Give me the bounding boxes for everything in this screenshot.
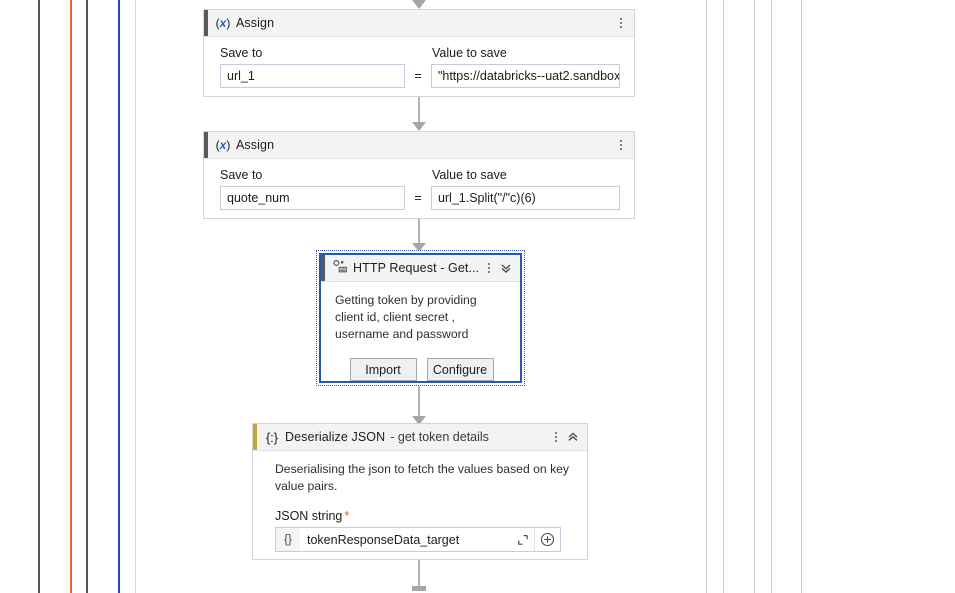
assign-1-header[interactable]: (x) Assign bbox=[204, 10, 634, 37]
deserialize-json-icon: {:} bbox=[265, 429, 279, 445]
assign-2-save-to-label: Save to bbox=[220, 168, 263, 182]
deserialize-json-accent-bar bbox=[253, 424, 257, 450]
rail-scope-10 bbox=[801, 0, 802, 593]
rail-scope-1 bbox=[38, 0, 40, 593]
activity-assign-1[interactable]: (x) Assign Save to Value to save url_1 =… bbox=[203, 9, 635, 97]
deserialize-json-body: Deserialising the json to fetch the valu… bbox=[253, 451, 587, 565]
assign-2-value-input[interactable]: url_1.Split("/"c)(6) bbox=[430, 186, 620, 210]
connector-http-to-deserialize bbox=[418, 386, 420, 423]
rail-scope-2 bbox=[70, 0, 72, 593]
assign-2-accent-bar bbox=[204, 132, 208, 158]
kebab-menu-icon[interactable] bbox=[614, 14, 628, 32]
assign-2-body: Save to Value to save quote_num = url_1.… bbox=[204, 159, 634, 222]
assign-variable-icon: (x) bbox=[215, 16, 231, 30]
activity-deserialize-json[interactable]: {:} Deserialize JSON - get token details… bbox=[252, 423, 588, 560]
assign-1-labels: Save to Value to save bbox=[220, 46, 620, 60]
json-string-input[interactable]: {} tokenResponseData_target bbox=[275, 527, 561, 552]
http-request-icon bbox=[327, 259, 353, 276]
assign-1-save-to-label: Save to bbox=[220, 46, 263, 60]
json-braces-icon: {} bbox=[276, 528, 300, 551]
connector-arrow-into-http bbox=[412, 243, 426, 252]
assign-1-value-input[interactable]: "https://databricks--uat2.sandbox bbox=[430, 64, 620, 88]
assign-1-row: url_1 = "https://databricks--uat2.sandbo… bbox=[220, 64, 620, 88]
assign-2-value-label: Value to save bbox=[432, 168, 507, 182]
assign-1-body: Save to Value to save url_1 = "https://d… bbox=[204, 37, 634, 100]
chevron-double-down-icon[interactable] bbox=[498, 259, 514, 277]
connector-stub-bottom bbox=[412, 586, 426, 591]
required-marker: * bbox=[344, 509, 350, 523]
json-string-value[interactable]: tokenResponseData_target bbox=[307, 532, 460, 547]
kebab-menu-icon[interactable] bbox=[614, 136, 628, 154]
import-button[interactable]: Import bbox=[349, 358, 417, 381]
rail-scope-9 bbox=[771, 0, 772, 593]
rail-scope-3 bbox=[86, 0, 88, 593]
http-request-title: HTTP Request - Get... bbox=[353, 261, 480, 275]
assign-2-header[interactable]: (x) Assign bbox=[204, 132, 634, 159]
rail-scope-7 bbox=[723, 0, 724, 593]
assign-2-labels: Save to Value to save bbox=[220, 168, 620, 182]
add-plus-icon[interactable] bbox=[534, 528, 560, 551]
assign-variable-icon: (x) bbox=[215, 138, 231, 152]
json-string-label-text: JSON string bbox=[275, 509, 343, 523]
assign-1-accent-bar bbox=[204, 10, 208, 36]
assign-1-save-to-input[interactable]: url_1 bbox=[220, 64, 406, 88]
activity-assign-2[interactable]: (x) Assign Save to Value to save quote_n… bbox=[203, 131, 635, 219]
kebab-menu-icon[interactable] bbox=[549, 428, 563, 446]
assign-2-save-to-input[interactable]: quote_num bbox=[220, 186, 406, 210]
connector-assign1-to-assign2 bbox=[418, 97, 420, 126]
open-expression-editor-icon[interactable] bbox=[512, 534, 534, 546]
assign-1-value-label: Value to save bbox=[432, 46, 507, 60]
rail-scope-6 bbox=[706, 0, 707, 593]
deserialize-json-title: Deserialize JSON bbox=[285, 430, 386, 444]
deserialize-json-description: Deserialising the json to fetch the valu… bbox=[275, 462, 570, 493]
rail-scope-5 bbox=[135, 0, 136, 593]
connector-arrow-into-deserialize bbox=[412, 416, 426, 425]
deserialize-json-header[interactable]: {:} Deserialize JSON - get token details bbox=[253, 424, 587, 451]
json-string-field-label: JSON string* bbox=[275, 509, 573, 523]
activity-http-request[interactable]: HTTP Request - Get... Getting token by p… bbox=[319, 253, 522, 383]
assign-1-equals-sign: = bbox=[414, 69, 422, 83]
http-request-button-row: Import Configure bbox=[335, 358, 508, 381]
rail-scope-4 bbox=[118, 0, 120, 593]
assign-2-row: quote_num = url_1.Split("/"c)(6) bbox=[220, 186, 620, 210]
http-request-body: Getting token by providing client id, cl… bbox=[321, 282, 520, 391]
connector-arrow-into-assign-1 bbox=[412, 0, 426, 9]
assign-1-title: Assign bbox=[236, 16, 275, 30]
configure-button[interactable]: Configure bbox=[426, 358, 494, 381]
connector-arrow-into-assign-2 bbox=[412, 122, 426, 131]
rail-scope-8 bbox=[754, 0, 755, 593]
activity-http-request-selection: HTTP Request - Get... Getting token by p… bbox=[316, 250, 525, 386]
chevron-double-up-icon[interactable] bbox=[565, 428, 581, 446]
http-request-description: Getting token by providing client id, cl… bbox=[335, 293, 477, 341]
deserialize-json-subtitle: - get token details bbox=[390, 430, 489, 444]
connector-assign2-to-http bbox=[418, 219, 420, 249]
assign-2-equals-sign: = bbox=[414, 191, 422, 205]
kebab-menu-icon[interactable] bbox=[482, 259, 496, 277]
http-request-header[interactable]: HTTP Request - Get... bbox=[321, 255, 520, 282]
connector-deserialize-to-next bbox=[418, 560, 420, 588]
assign-2-title: Assign bbox=[236, 138, 275, 152]
http-request-accent-bar bbox=[321, 255, 325, 281]
